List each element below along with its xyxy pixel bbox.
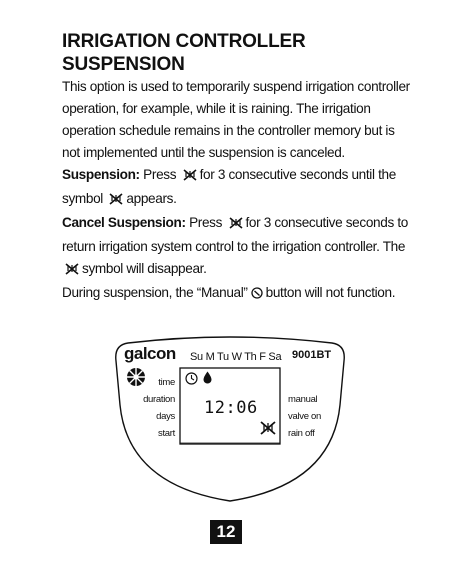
brand-logo: galcon xyxy=(124,344,176,363)
rain-off-icon xyxy=(109,190,123,212)
manual-button-icon xyxy=(250,284,263,306)
suspension-text: for 3 consecutive seconds until the symb… xyxy=(62,167,396,206)
suspension-press: Press xyxy=(143,167,177,182)
cancel-text: for 3 consecutive seconds to return irri… xyxy=(62,215,408,254)
manual-note-before: During suspension, the “Manual” xyxy=(62,285,248,300)
suspension-tail: appears. xyxy=(126,191,177,206)
suspension-label: Suspension: xyxy=(62,167,140,182)
rain-off-icon xyxy=(228,214,243,236)
display-time: 12:06 xyxy=(204,398,258,418)
cancel-tail: symbol will disappear. xyxy=(82,261,207,276)
page-number: 12 xyxy=(210,520,242,544)
manual-note: During suspension, the “Manual” button w… xyxy=(62,282,410,306)
manual-note-after: button will not function. xyxy=(265,285,396,300)
suspension-paragraph: Suspension: Press for 3 consecutive seco… xyxy=(62,164,410,212)
cancel-label: Cancel Suspension: xyxy=(62,215,186,230)
weekday-row: Su M Tu W Th F Sa xyxy=(190,351,282,363)
cancel-press: Press xyxy=(189,215,223,230)
label-valve-on: valve on xyxy=(288,411,321,422)
page-title: IRRIGATION CONTROLLER SUSPENSION xyxy=(62,30,422,76)
model-number: 9001BT xyxy=(292,349,332,361)
label-duration: duration xyxy=(143,394,175,405)
title-line-1: IRRIGATION CONTROLLER xyxy=(62,31,306,52)
label-manual: manual xyxy=(288,394,318,405)
rain-off-icon xyxy=(65,260,79,282)
rain-off-icon xyxy=(183,166,197,188)
cancel-paragraph: Cancel Suspension: Press for 3 consecuti… xyxy=(62,212,410,282)
title-line-2: SUSPENSION xyxy=(62,54,185,75)
label-days: days xyxy=(156,411,175,422)
intro-paragraph: This option is used to temporarily suspe… xyxy=(62,79,410,160)
instructions: This option is used to temporarily suspe… xyxy=(62,76,410,306)
controller-illustration: galcon 9001BT Su M Tu W Th F Sa time dur… xyxy=(110,335,350,505)
label-time: time xyxy=(158,377,175,388)
label-start: start xyxy=(158,428,175,439)
label-rain-off: rain off xyxy=(288,428,315,439)
